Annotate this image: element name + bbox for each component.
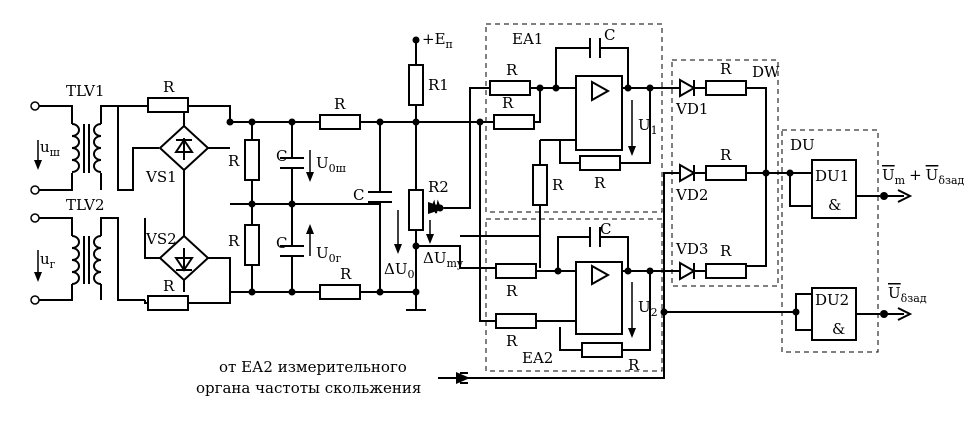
ea1-block: EA1 R R C R R U1: [476, 23, 672, 236]
dw-r2-label: R: [720, 146, 732, 164]
resistor-series-bottom: [319, 284, 361, 300]
ea1-c-label: C: [604, 26, 615, 44]
ea2-r-fb: R: [628, 356, 640, 374]
external-input: от ЕА2 измерительного органа частоты ско…: [196, 312, 665, 397]
tlv2-label: TLV2: [66, 196, 105, 214]
u-g-label: uг: [40, 250, 56, 271]
vs1-label: VS1: [145, 168, 177, 186]
ea2-r-in1: R: [506, 282, 518, 300]
ea1-label: EA1: [512, 30, 543, 48]
du2-label: DU2: [815, 291, 849, 309]
resistor-r1: [408, 64, 424, 106]
resistor-bottom-r: [147, 295, 189, 311]
du1-gate: [811, 159, 857, 219]
input-terminal-2: [30, 185, 40, 195]
dw-r3-label: R: [720, 242, 732, 260]
du-frame: [781, 129, 879, 353]
input-section: TLV1 TLV2 uш uг: [30, 82, 159, 305]
du0-label: ΔU0: [384, 260, 414, 281]
ea1-resistor-in1: [489, 80, 531, 96]
ep-label: +Eп: [422, 30, 453, 51]
ea2-resistor-fb: [581, 342, 623, 358]
dw-label: DW: [752, 63, 780, 81]
filter-section: R R R R C C U0ш U0г C ΔU0: [226, 95, 480, 300]
bridge-vs1: VS1: [145, 106, 230, 204]
resistors-top-bottom: R R: [118, 78, 231, 311]
du1-and: &: [828, 196, 841, 214]
r-label-bottom: R: [163, 277, 175, 295]
u-sh-label: uш: [40, 138, 60, 159]
du2-and: &: [832, 320, 845, 338]
vd2-label: VD2: [675, 186, 708, 204]
ea1-opamp: [575, 75, 623, 151]
ea1-resistor-fb: [579, 155, 621, 171]
output-2-label: Uδзад: [888, 284, 927, 305]
output-1-label: Um+Uδзад: [882, 166, 965, 187]
dw-resistor-1: [705, 80, 747, 96]
dumy-label: ΔUmy: [423, 249, 464, 270]
ea2-frame: [485, 218, 663, 372]
ea1-frame: [485, 23, 663, 213]
note-line-2: органа частоты скольжения: [196, 379, 421, 397]
ea1-resistor-in2: [493, 114, 535, 130]
u1-label: U1: [638, 116, 658, 137]
vs2-label: VS2: [145, 230, 177, 248]
c-out-label: C: [353, 186, 364, 204]
ea2-label: EA2: [522, 349, 553, 367]
outputs: Um+Uδзад Uδзад: [880, 166, 965, 321]
resistor-r2: [408, 189, 424, 231]
supply-divider: +Eп R1 R2 ΔUmy: [406, 30, 490, 311]
du-label: DU: [790, 136, 815, 154]
ea1-r-in1: R: [506, 61, 518, 79]
ea1-r-gnd: R: [552, 176, 564, 194]
ea2-opamp: [575, 261, 623, 335]
dw-resistor-3: [705, 263, 747, 279]
ea2-resistor-in2: [495, 313, 537, 329]
r-label-top: R: [163, 78, 175, 96]
dw-r1-label: R: [720, 60, 732, 78]
r-series-top-label: R: [334, 95, 346, 113]
ea1-r-in2: R: [502, 94, 514, 112]
vd3-label: VD3: [675, 240, 708, 258]
du1-label: DU1: [815, 167, 849, 185]
dw-block: DW R VD1 R VD2 R VD3: [663, 59, 790, 312]
ea1-resistor-gnd: [532, 164, 548, 206]
ea2-resistor-in1: [495, 263, 537, 279]
ea2-r-in2: R: [506, 332, 518, 350]
u2-label: U2: [638, 298, 658, 319]
ea2-block: EA2 R R C R U2: [460, 122, 672, 374]
r-series-bottom-label: R: [340, 265, 352, 283]
tlv1-label: TLV1: [66, 82, 105, 100]
dw-resistor-2: [705, 165, 747, 181]
u0g-label: U0г: [316, 244, 342, 265]
ea1-r-fb: R: [594, 174, 606, 192]
c-shunt-1-label: C: [276, 147, 287, 165]
c-shunt-2-label: C: [276, 234, 287, 252]
resistor-shunt-1: [244, 139, 260, 181]
du-block: DU DU1 & DU2 &: [660, 129, 880, 353]
r2-label: R2: [428, 178, 449, 196]
r1-label: R1: [428, 76, 449, 94]
u0sh-label: U0ш: [316, 154, 346, 175]
resistor-series-top: [319, 114, 361, 130]
r-shunt-2-label: R: [228, 232, 240, 250]
note-line-1: от ЕА2 измерительного: [219, 358, 407, 376]
resistor-shunt-2: [244, 224, 260, 266]
input-terminal-4: [30, 295, 40, 305]
r-shunt-1-label: R: [228, 152, 240, 170]
resistor-top-r: [147, 97, 189, 113]
ea2-c-label: C: [600, 220, 611, 238]
input-terminal-1: [30, 101, 40, 111]
du2-gate: [811, 287, 857, 341]
input-terminal-3: [30, 213, 40, 223]
bridge-vs2: VS2: [144, 204, 231, 292]
vd1-label: VD1: [675, 100, 708, 118]
